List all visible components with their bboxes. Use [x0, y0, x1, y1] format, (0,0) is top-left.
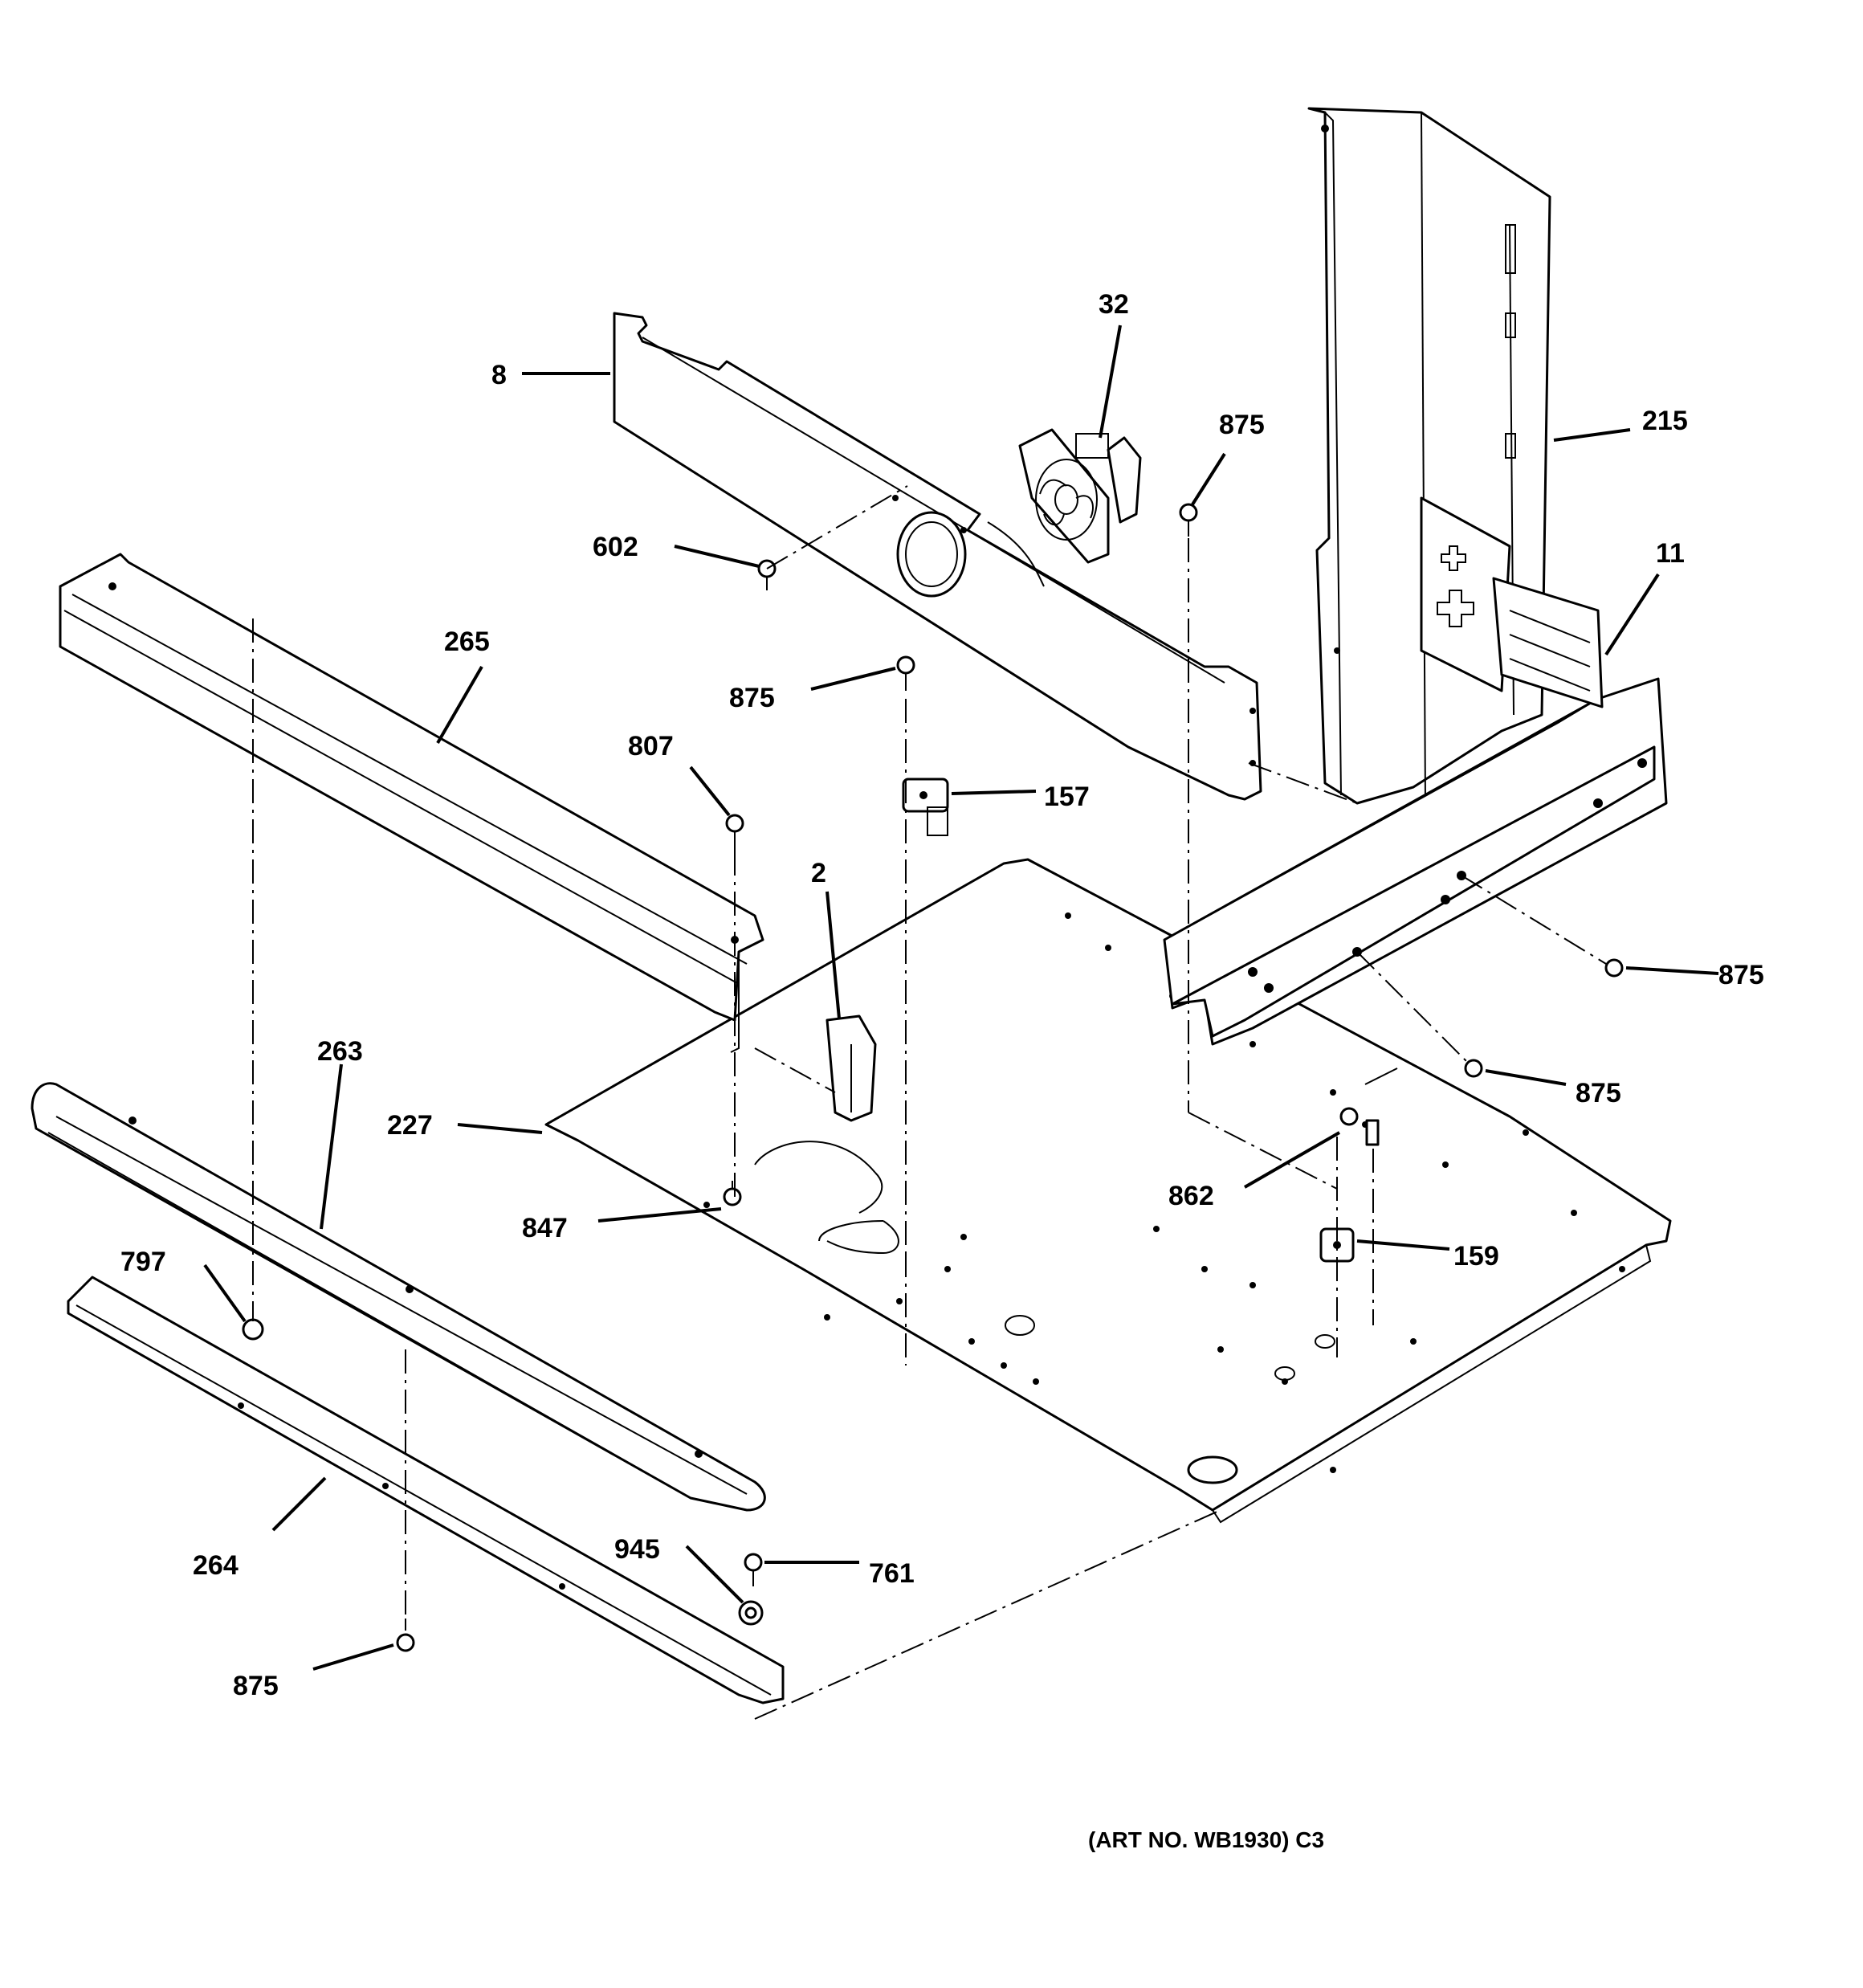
screw-797	[242, 1318, 264, 1341]
leader-lines	[203, 325, 1719, 1671]
bracket-2	[826, 1014, 877, 1122]
label-157: 157	[1044, 782, 1090, 812]
screw-602	[757, 559, 777, 590]
channel-bracket-11	[1163, 577, 1668, 1046]
label-264: 264	[193, 1550, 238, 1581]
screw-761	[744, 1553, 763, 1586]
duct-panel-215	[1307, 107, 1551, 805]
label-215: 215	[1642, 406, 1688, 436]
label-875-right-upper: 875	[1718, 960, 1764, 990]
label-2: 2	[811, 858, 826, 888]
label-159: 159	[1453, 1241, 1499, 1272]
screw-847	[723, 1181, 742, 1206]
label-875-top: 875	[1219, 410, 1265, 440]
label-227: 227	[387, 1110, 433, 1141]
label-265: 265	[444, 627, 490, 657]
label-945: 945	[614, 1534, 660, 1565]
art-number: (ART NO. WB1930) C3	[1088, 1827, 1324, 1852]
label-263: 263	[317, 1036, 363, 1067]
lower-rail-263	[31, 1082, 766, 1512]
washer-945	[738, 1600, 764, 1626]
label-807: 807	[628, 731, 674, 761]
bottom-trim-264	[67, 1276, 785, 1704]
screw-875-bottom	[396, 1619, 415, 1652]
label-761: 761	[869, 1558, 915, 1589]
label-602: 602	[593, 532, 638, 562]
rear-panel-8	[613, 312, 1262, 801]
clip-862	[1339, 1107, 1380, 1146]
label-875-bottom: 875	[233, 1671, 279, 1701]
upper-rail-265	[59, 553, 764, 1053]
screw-875-mid	[896, 655, 915, 691]
label-8: 8	[491, 360, 507, 390]
screw-875-right-lower	[1464, 1059, 1483, 1078]
screw-875-top	[1179, 503, 1198, 537]
label-875-mid: 875	[729, 683, 775, 713]
label-847: 847	[522, 1213, 568, 1243]
fan-32	[1018, 428, 1142, 564]
thermostat-157	[902, 778, 949, 836]
label-797: 797	[120, 1247, 166, 1277]
label-875-right-lower: 875	[1576, 1078, 1621, 1108]
screw-807	[725, 814, 744, 851]
alignment-lines	[252, 485, 1607, 1720]
screw-875-right-upper	[1604, 958, 1624, 978]
label-32: 32	[1099, 289, 1129, 320]
label-862: 862	[1168, 1181, 1214, 1211]
label-11: 11	[1656, 538, 1685, 569]
callout-labels: 8 32 875 215 602 11 265 875 807 157 2 87…	[120, 289, 1764, 1701]
